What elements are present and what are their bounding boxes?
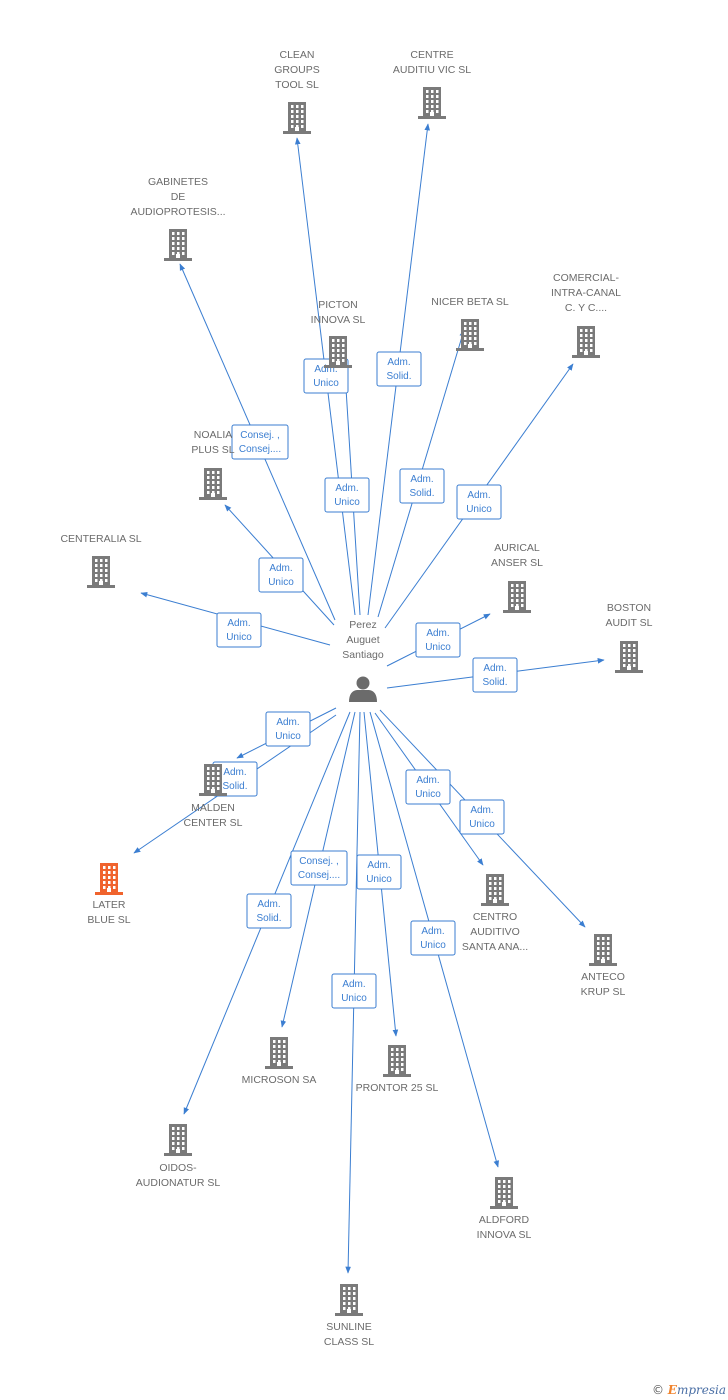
edge-label-nicer[interactable]: Adm.Solid. bbox=[399, 468, 445, 504]
edge-label-text: Adm.Unico bbox=[469, 805, 495, 830]
company-building-icon-anteco[interactable] bbox=[589, 934, 617, 966]
edge-label-text: Adm.Unico bbox=[415, 775, 441, 800]
edge-label-text: Adm.Unico bbox=[341, 979, 367, 1004]
company-building-icon-nicer[interactable] bbox=[456, 319, 484, 351]
company-building-icon-clean[interactable] bbox=[283, 102, 311, 134]
edge-label-comercial[interactable]: Adm.Unico bbox=[456, 484, 502, 520]
company-building-icon-alford[interactable] bbox=[490, 1177, 518, 1209]
edge-label-text: Adm.Solid. bbox=[409, 474, 434, 499]
company-building-icon-microson[interactable] bbox=[265, 1037, 293, 1069]
empresia-watermark: © Empresia bbox=[652, 1383, 726, 1397]
edge-label-alford[interactable]: Adm.Unico bbox=[410, 920, 456, 956]
edge-label-text: Adm.Unico bbox=[334, 483, 360, 508]
brand-initial: E bbox=[667, 1383, 677, 1397]
edge-label-text: Adm.Unico bbox=[275, 717, 301, 742]
company-building-icon-gabinetes[interactable] bbox=[164, 229, 192, 261]
edge-label-text: Consej. ,Consej.... bbox=[239, 430, 281, 455]
person-icon[interactable] bbox=[349, 676, 377, 703]
company-building-icon-noalia[interactable] bbox=[199, 468, 227, 500]
edge-label-aurical[interactable]: Adm.Unico bbox=[415, 622, 461, 658]
company-label-nicer: NICER BETA SL bbox=[431, 296, 509, 308]
edge-label-text: Adm.Solid. bbox=[386, 357, 411, 382]
brand-name: mpresia bbox=[676, 1383, 726, 1397]
company-building-icon-oidos[interactable] bbox=[164, 1124, 192, 1156]
edge-label-sunline[interactable]: Adm.Unico bbox=[331, 973, 377, 1009]
edge-label-text: Adm.Unico bbox=[226, 618, 252, 643]
edge-label-anteco[interactable]: Adm.Unico bbox=[459, 799, 505, 835]
edge-label-text: Adm.Unico bbox=[466, 490, 492, 515]
edge-label-text: Adm.Solid. bbox=[222, 767, 247, 792]
edge-label-malden[interactable]: Adm.Unico bbox=[265, 711, 311, 747]
edge-label-microson[interactable]: Consej. ,Consej.... bbox=[290, 850, 348, 886]
edge-label-text: Adm.Solid. bbox=[256, 899, 281, 924]
company-building-icon-comercial[interactable] bbox=[572, 326, 600, 358]
edge-label-gabinetes[interactable]: Consej. ,Consej.... bbox=[231, 424, 289, 460]
edge-label-picton[interactable]: Adm.Unico bbox=[324, 477, 370, 513]
edge-label-text: Adm.Solid. bbox=[482, 663, 507, 688]
edge-label-centre-auditiu[interactable]: Adm.Solid. bbox=[376, 351, 422, 387]
edge-label-text: Adm.Unico bbox=[313, 364, 339, 389]
edge-label-centro-auditivo[interactable]: Adm.Unico bbox=[405, 769, 451, 805]
company-building-icon-centeralia[interactable] bbox=[87, 556, 115, 588]
company-building-icon-centro-auditivo[interactable] bbox=[481, 874, 509, 906]
edge-label-noalia[interactable]: Adm.Unico bbox=[258, 557, 304, 593]
company-building-icon-prontor[interactable] bbox=[383, 1045, 411, 1077]
company-label-oidos: OIDOS-AUDIONATUR SL bbox=[136, 1162, 221, 1189]
company-building-icon-picton[interactable] bbox=[324, 336, 352, 368]
edge-label-centeralia[interactable]: Adm.Unico bbox=[216, 612, 262, 648]
edge-label-prontor[interactable]: Adm.Unico bbox=[356, 854, 402, 890]
company-label-microson: MICROSON SA bbox=[242, 1074, 317, 1086]
company-building-icon-boston[interactable] bbox=[615, 641, 643, 673]
company-label-prontor: PRONTOR 25 SL bbox=[356, 1082, 439, 1094]
edge-label-text: Adm.Unico bbox=[268, 563, 294, 588]
company-label-centeralia: CENTERALIA SL bbox=[60, 533, 141, 545]
company-building-icon-aurical[interactable] bbox=[503, 581, 531, 613]
company-building-icon-later[interactable] bbox=[95, 863, 123, 895]
company-building-icon-centre-auditiu[interactable] bbox=[418, 87, 446, 119]
company-building-icon-malden[interactable] bbox=[199, 764, 227, 796]
edge-label-text: Consej. ,Consej.... bbox=[298, 856, 340, 881]
company-building-icon-sunline[interactable] bbox=[335, 1284, 363, 1316]
edge-label-text: Adm.Unico bbox=[420, 926, 446, 951]
edge-label-boston[interactable]: Adm.Solid. bbox=[472, 657, 518, 693]
edge-label-text: Adm.Unico bbox=[425, 628, 451, 653]
copyright-symbol: © bbox=[651, 1383, 664, 1397]
edge-label-oidos[interactable]: Adm.Solid. bbox=[246, 893, 292, 929]
edge-label-text: Adm.Unico bbox=[366, 860, 392, 885]
